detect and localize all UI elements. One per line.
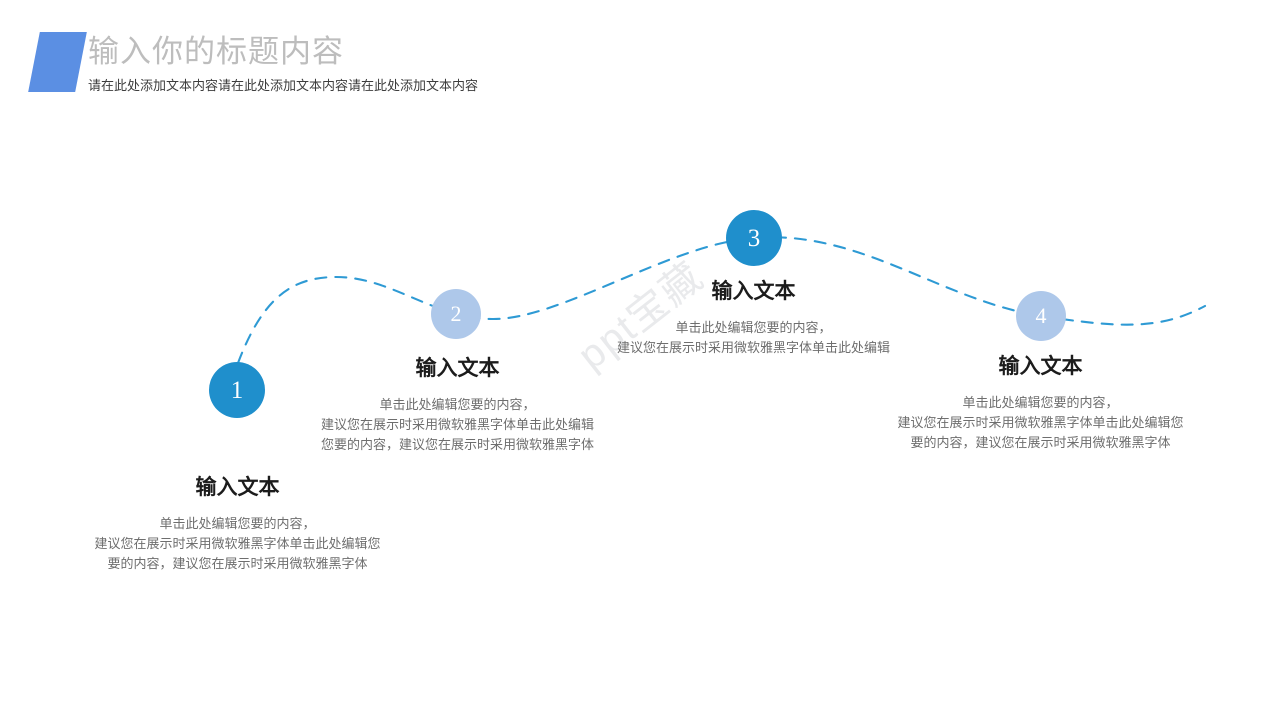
node-body-line: 您要的内容，建议您在展示时采用微软雅黑字体 [320, 437, 594, 452]
node-body-1: 单击此处编辑您要的内容， 建议您在展示时采用微软雅黑字体单击此处编辑您 要的内容… [35, 514, 440, 574]
node-circle-4[interactable]: 4 [1016, 291, 1066, 341]
node-body-line: 建议您在展示时采用微软雅黑字体单击此处编辑 [320, 417, 594, 432]
node-text-2: 输入文本 单击此处编辑您要的内容， 建议您在展示时采用微软雅黑字体单击此处编辑 … [255, 353, 660, 455]
node-body-line: 单击此处编辑您要的内容， [675, 320, 832, 335]
node-text-3: 输入文本 单击此处编辑您要的内容， 建议您在展示时采用微软雅黑字体单击此处编辑 [551, 276, 956, 358]
node-heading-4: 输入文本 [998, 354, 1083, 378]
node-body-line: 单击此处编辑您要的内容， [379, 397, 536, 412]
node-number-4: 4 [1035, 303, 1047, 328]
node-number-1: 1 [230, 376, 244, 404]
node-circle-1[interactable]: 1 [209, 362, 265, 418]
node-circle-3[interactable]: 3 [726, 210, 782, 266]
node-text-4: 输入文本 单击此处编辑您要的内容， 建议您在展示时采用微软雅黑字体单击此处编辑您… [838, 351, 1243, 453]
node-body-line: 单击此处编辑您要的内容， [159, 516, 316, 531]
node-text-1: 输入文本 单击此处编辑您要的内容， 建议您在展示时采用微软雅黑字体单击此处编辑您… [35, 472, 440, 574]
node-circle-2[interactable]: 2 [431, 289, 481, 339]
node-heading-1: 输入文本 [195, 475, 280, 499]
node-body-3: 单击此处编辑您要的内容， 建议您在展示时采用微软雅黑字体单击此处编辑 [551, 318, 956, 358]
page-subtitle: 请在此处添加文本内容请在此处添加文本内容请在此处添加文本内容 [88, 78, 479, 93]
node-number-3: 3 [747, 224, 761, 252]
node-body-line: 要的内容，建议您在展示时采用微软雅黑字体 [107, 556, 368, 571]
node-number-2: 2 [450, 301, 462, 326]
slide-header: 输入你的标题内容 请在此处添加文本内容请在此处添加文本内容请在此处添加文本内容 [0, 0, 1280, 110]
page-title: 输入你的标题内容 [88, 34, 344, 69]
node-body-line: 要的内容，建议您在展示时采用微软雅黑字体 [910, 435, 1171, 450]
node-heading-2: 输入文本 [415, 356, 500, 380]
title-block: 输入你的标题内容 请在此处添加文本内容请在此处添加文本内容请在此处添加文本内容 [88, 30, 988, 96]
node-heading-3: 输入文本 [711, 279, 796, 303]
node-body-4: 单击此处编辑您要的内容， 建议您在展示时采用微软雅黑字体单击此处编辑您 要的内容… [838, 393, 1243, 453]
node-body-line: 建议您在展示时采用微软雅黑字体单击此处编辑您 [897, 415, 1184, 430]
node-body-2: 单击此处编辑您要的内容， 建议您在展示时采用微软雅黑字体单击此处编辑 您要的内容… [255, 395, 660, 455]
node-body-line: 建议您在展示时采用微软雅黑字体单击此处编辑 [616, 340, 890, 355]
node-body-line: 建议您在展示时采用微软雅黑字体单击此处编辑您 [94, 536, 381, 551]
node-body-line: 单击此处编辑您要的内容， [962, 395, 1119, 410]
